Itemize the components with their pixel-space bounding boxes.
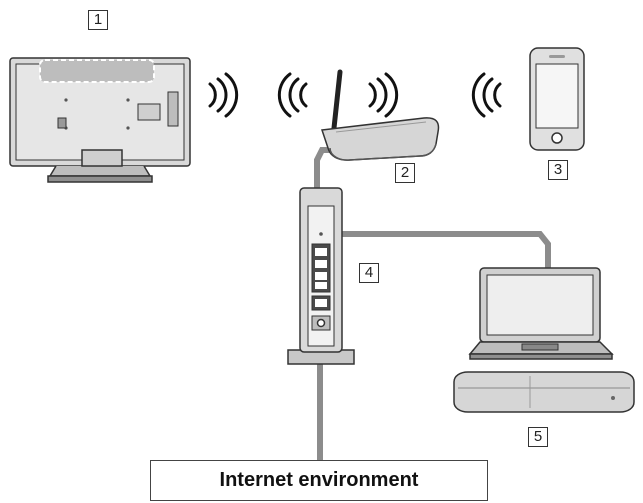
- callout-pc-and-player: 5: [528, 427, 548, 447]
- callout-router: 2: [395, 163, 415, 183]
- laptop: [468, 267, 614, 360]
- tv-wifi-signal-icon: [208, 72, 239, 118]
- router-wifi-signal-icon: [277, 72, 399, 118]
- wireless-router: [320, 69, 440, 161]
- internet-environment-label: Internet environment: [150, 460, 488, 501]
- media-player: [453, 371, 635, 413]
- callout-smartphone: 3: [548, 160, 568, 180]
- modem-hub: [287, 187, 355, 365]
- tv-rear-view: [9, 57, 191, 183]
- smartphone-wifi-signal-icon: [471, 72, 502, 118]
- smartphone: [529, 47, 585, 151]
- callout-modem-hub: 4: [359, 263, 379, 283]
- callout-tv-wifi-area: 1: [88, 10, 108, 30]
- tv-wifi-area-highlight: [39, 59, 155, 83]
- modem-to-laptop-cable: [339, 231, 551, 271]
